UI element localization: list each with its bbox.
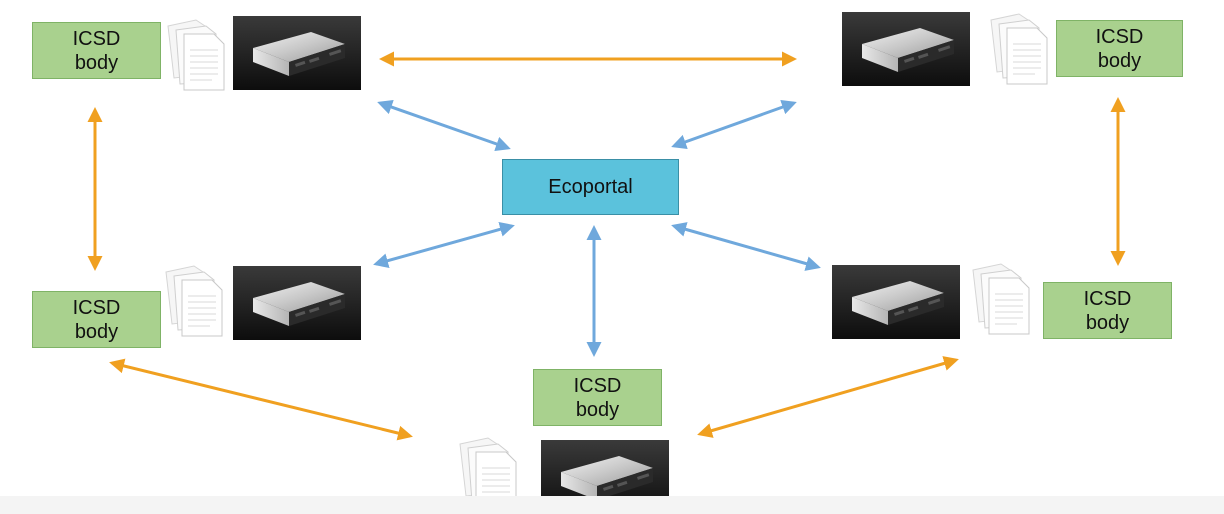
portal-arrow-top-right (671, 99, 797, 150)
icsd-label-line1: ICSD (72, 27, 121, 50)
bottom-strip (0, 496, 1224, 514)
documents-icon (165, 265, 223, 337)
icsd-label-line2: body (74, 320, 119, 343)
ecoportal-label: Ecoportal (548, 175, 633, 198)
icsd-label-line2: body (1097, 49, 1142, 72)
portal-arrow-top-left (377, 99, 511, 152)
ecoportal-box: Ecoportal (502, 159, 679, 215)
icsd-label-line2: body (74, 51, 119, 74)
documents-icon (990, 13, 1048, 85)
icsd-label-line1: ICSD (1083, 287, 1132, 310)
peer-arrow-bottom-right (697, 356, 959, 438)
icsd-body-bottom-center: ICSD body (533, 369, 662, 426)
icsd-label-line1: ICSD (1095, 25, 1144, 48)
mini-pc-icon (842, 12, 970, 86)
icsd-body-bottom-left: ICSD body (32, 291, 161, 348)
peer-arrow-bottom-left (109, 358, 413, 441)
icsd-label-line1: ICSD (72, 296, 121, 319)
portal-arrow-bottom-right (671, 222, 821, 271)
icsd-label-line2: body (1085, 311, 1130, 334)
mini-pc-icon (233, 16, 361, 90)
mini-pc-icon (832, 265, 960, 339)
mini-pc-icon (233, 266, 361, 340)
documents-icon (972, 263, 1030, 335)
icsd-body-top-left: ICSD body (32, 22, 161, 79)
icsd-body-bottom-right: ICSD body (1043, 282, 1172, 339)
portal-arrow-bottom-left (373, 222, 515, 268)
icsd-body-top-right: ICSD body (1056, 20, 1183, 77)
icsd-label-line1: ICSD (573, 374, 622, 397)
icsd-label-line2: body (575, 398, 620, 421)
documents-icon (167, 19, 225, 91)
